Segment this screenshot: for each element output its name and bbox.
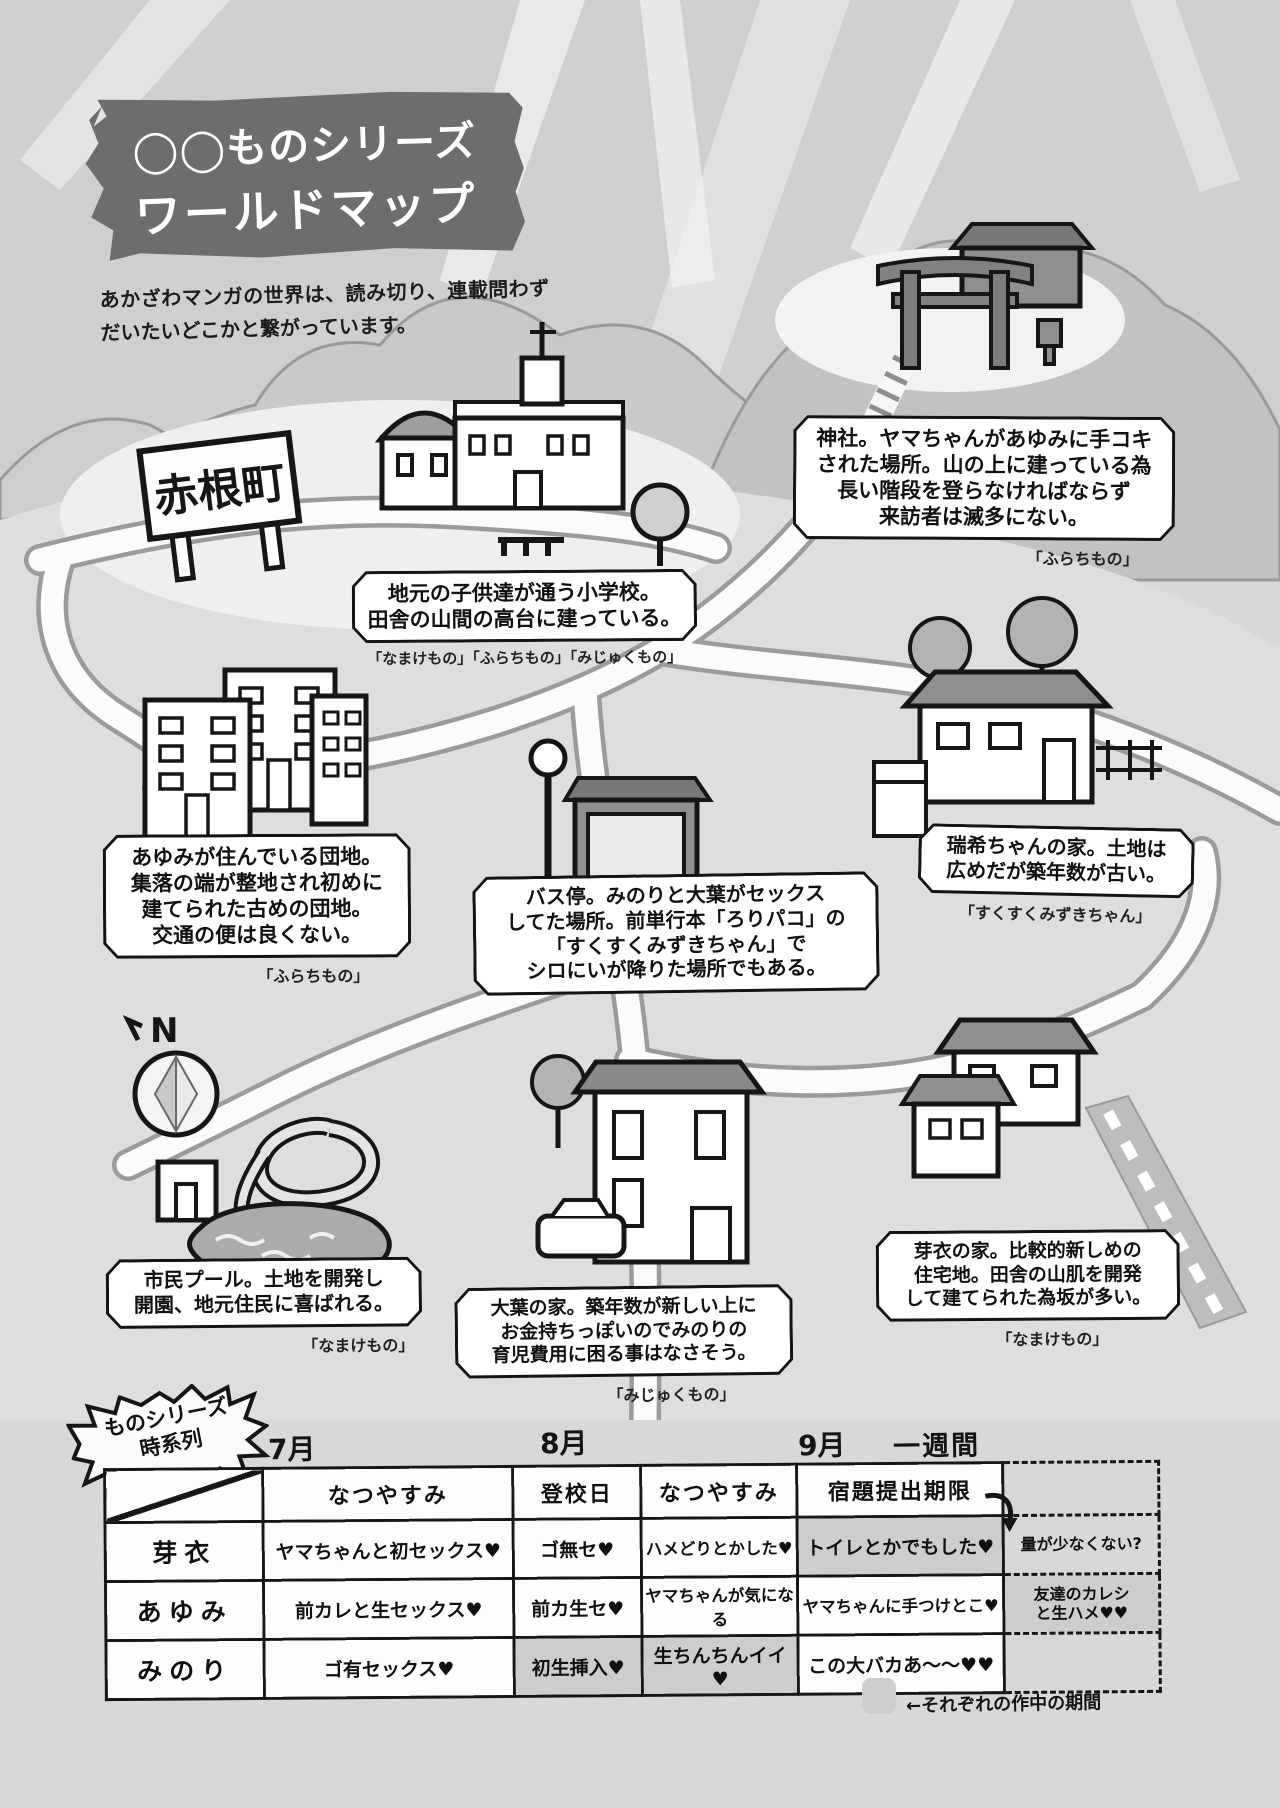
timeline-row-name: 芽衣 — [105, 1521, 264, 1582]
timeline-legend: ←それぞれの作中の期間 — [862, 1678, 1102, 1717]
timeline-corner-cell — [104, 1468, 264, 1523]
timeline-cell: ゴ有セックス♥ — [263, 1637, 515, 1699]
callout-mei-house: 芽衣の家。比較的新しめの 住宅地。田舎の山肌を開発 して建てられた為坂が多い。 … — [876, 1229, 1181, 1351]
month-label-one-week: 一週間 — [892, 1430, 981, 1463]
ooba-house-credit: 「みじゅくもの」 — [607, 1386, 736, 1405]
band-natsuyasumi-1: なつやすみ — [262, 1466, 514, 1522]
compass-rose: N — [122, 1011, 220, 1138]
timeline-row-ayumi: あゆみ 前カレと生セックス♥ 前カ生セ♥ ヤマちゃんが気になる ヤマちゃんに手つ… — [105, 1573, 1160, 1641]
torii-shrine-illustration — [876, 222, 1097, 370]
callout-bus-stop: バス停。みのりと大葉がセックス してた場所。前単行本「ろりパコ」の 「すくすくみ… — [472, 871, 880, 996]
intro-text: あかざわマンガの世界は、読み切り、連載問わず だいたいどこかと繋がっています。 — [99, 272, 551, 346]
school-credit: 「なまけもの」「ふらちもの」「みじゅくもの」 — [367, 649, 683, 669]
callout-school: 地元の子供達が通う小学校。 田舎の山間の高台に建っている。 「なまけもの」「ふら… — [352, 569, 698, 669]
mizuki-house-illustration — [872, 596, 1162, 838]
title-banner: ◯◯ものシリーズ ワールドマップ — [84, 87, 525, 264]
curved-arrow-icon — [984, 1492, 1018, 1533]
ooba-house-description: 大葉の家。築年数が新しい上に お金持ちっぽいのでみのりの 育児費用に困る事はなさ… — [490, 1295, 757, 1367]
town-sign: 赤根町 — [136, 429, 303, 583]
timeline-cell-shaded: トイレとかでもした♥ — [797, 1515, 1004, 1577]
mizuki-house-description: 瑞希ちゃんの家。土地は 広めだが築年数が古い。 — [945, 834, 1167, 887]
timeline-side-note-shaded: 友達のカレシ と生ハメ♥♥ — [1003, 1573, 1160, 1634]
timeline-cell: ヤマちゃんと初セックス♥ — [263, 1519, 514, 1581]
timeline-cell: ハメどりとかした♥ — [641, 1517, 798, 1578]
ooba-house-illustration — [530, 1054, 767, 1265]
shrine-credit: 「ふらちもの」 — [1026, 551, 1139, 569]
timeline-cell: ゴ無セ♥ — [513, 1518, 642, 1579]
timeline-band-row: なつやすみ 登校日 なつやすみ 宿題提出期限 — [104, 1461, 1159, 1533]
timeline-cell-shaded: 初生挿入♥ — [513, 1636, 643, 1697]
band-shukudai: 宿題提出期限 — [796, 1462, 1018, 1533]
band-natsuyasumi-2: なつやすみ — [640, 1464, 798, 1519]
month-label-august: 8月 — [539, 1426, 588, 1461]
mei-house-description: 芽衣の家。比較的新しめの 住宅地。田舎の山肌を開発 して建てられた為坂が多い。 — [904, 1240, 1152, 1310]
timeline-cell: ヤマちゃんに手つけとこ♥ — [797, 1574, 1004, 1636]
timeline-side-note: 量が少なくない? — [1003, 1514, 1160, 1575]
danchi-credit: 「ふらちもの」 — [257, 968, 370, 987]
apartment-illustration — [142, 667, 369, 848]
bus-stop-description: バス停。みのりと大葉がセックス してた場所。前単行本「ろりパコ」の 「すくすくみ… — [505, 882, 846, 984]
band-week-cell — [1002, 1461, 1159, 1516]
pool-description: 市民プール。土地を開発し 開園、地元住民に喜ばれる。 — [133, 1267, 395, 1317]
danchi-description: あゆみが住んでいる団地。 集落の端が整地され初めに 建てられた古めの団地。 交通… — [130, 844, 383, 948]
shrine-description: 神社。ヤマちゃんがあゆみに手コキ された場所。山の上に建っている為 長い階段を登… — [816, 426, 1153, 530]
compass-label: N — [150, 1011, 178, 1051]
callout-pool: 市民プール。土地を開発し 開園、地元住民に喜ばれる。 「なまけもの」 — [106, 1257, 423, 1358]
title-line-1: ◯◯ものシリーズ — [131, 116, 477, 176]
legend-swatch — [862, 1678, 896, 1714]
timeline-cell: 前カレと生セックス♥ — [263, 1578, 514, 1640]
timeline-row-name: あゆみ — [105, 1580, 264, 1641]
timeline-row-name: みのり — [105, 1639, 265, 1700]
mei-house-credit: 「なまけもの」 — [996, 1331, 1109, 1349]
timeline-cell: ヤマちゃんが気になる — [641, 1576, 798, 1637]
school-illustration — [374, 322, 690, 566]
mei-house-illustration — [898, 1017, 1248, 1330]
month-label-september: 9月 — [797, 1428, 846, 1463]
timeline-table: なつやすみ 登校日 なつやすみ 宿題提出期限 芽衣 ヤマちゃんと初セックス♥ ゴ… — [103, 1460, 1162, 1701]
month-label-july: 7月 — [267, 1432, 316, 1467]
school-description: 地元の子供達が通う小学校。 田舎の山間の高台に建っている。 — [367, 580, 682, 633]
callout-shrine: 神社。ヤマちゃんがあゆみに手コキ された場所。山の上に建っている為 長い階段を登… — [793, 415, 1176, 570]
callout-mizuki-house: 瑞希ちゃんの家。土地は 広めだが築年数が古い。 「すくすくみずきちゃん」 — [917, 823, 1195, 927]
pool-credit: 「なまけもの」 — [302, 1337, 415, 1356]
callout-ooba-house: 大葉の家。築年数が新しい上に お金持ちっぽいのでみのりの 育児費用に困る事はなさ… — [454, 1284, 793, 1408]
legend-label: ←それぞれの作中の期間 — [905, 1692, 1102, 1717]
callout-danchi: あゆみが住んでいる団地。 集落の端が整地され初めに 建てられた古めの団地。 交通… — [103, 833, 412, 988]
timeline-cell: 前カ生セ♥ — [513, 1577, 642, 1638]
band-shukudai-label: 宿題提出期限 — [827, 1479, 972, 1506]
title-line-2: ワールドマップ — [133, 176, 479, 244]
timeline-cell-shaded: 生ちんちんイイ♥ — [641, 1635, 799, 1696]
band-tokobi: 登校日 — [512, 1465, 642, 1520]
